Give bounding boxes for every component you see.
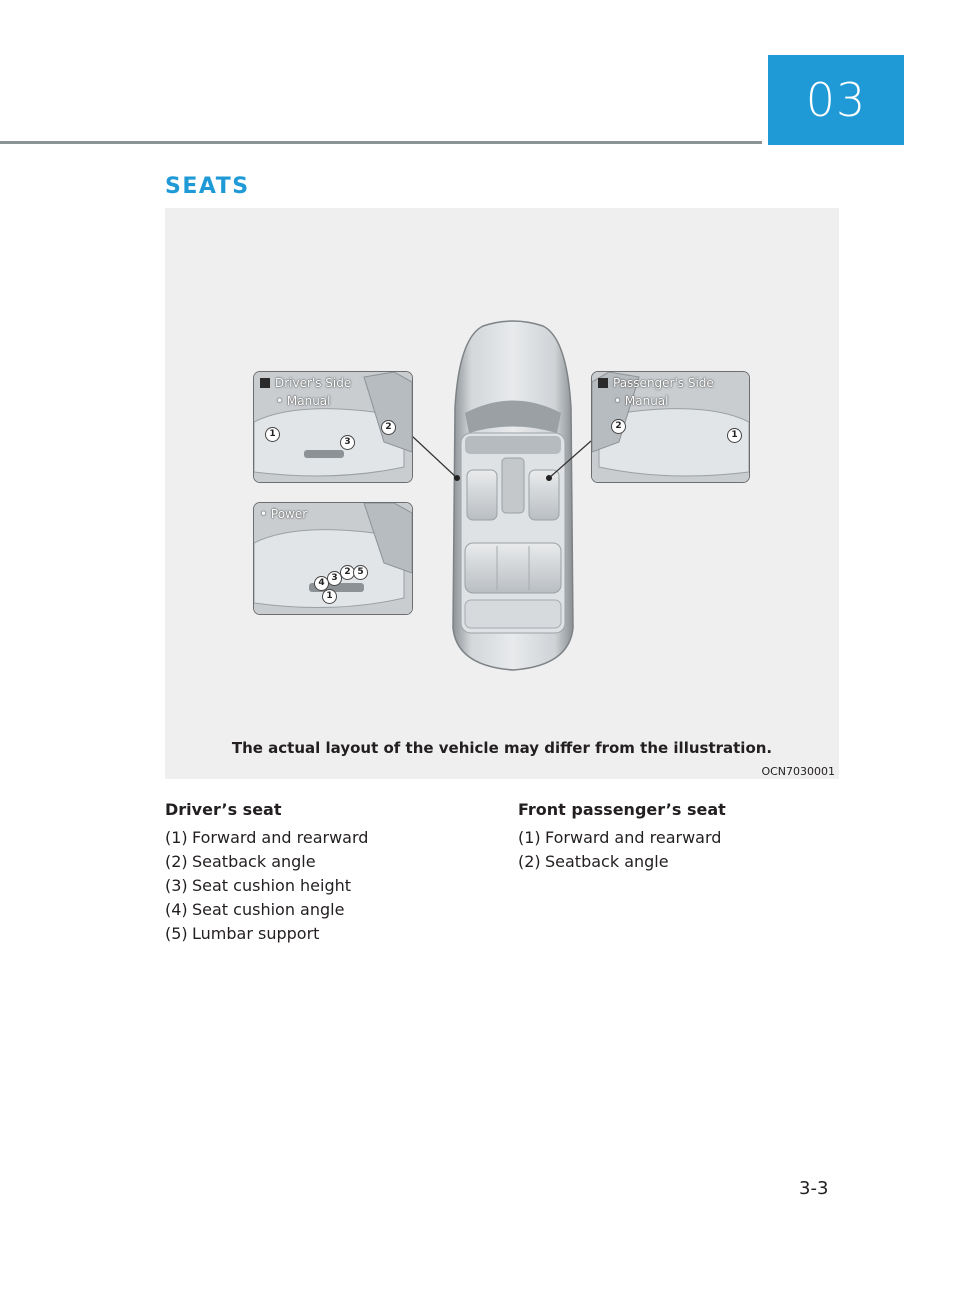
chapter-tab: 03	[768, 55, 904, 145]
list-item: (4)Seat cushion angle	[165, 898, 368, 922]
passengers-manual-label: • Manual	[614, 394, 669, 408]
passengers-side-title: Passenger's Side	[613, 376, 714, 390]
list-item: (2)Seatback angle	[518, 850, 726, 874]
drivers-power-label: • Power	[260, 507, 307, 521]
figure-code: OCN7030001	[761, 765, 835, 778]
callout-number: 3	[340, 435, 355, 450]
callout-number: 2	[611, 419, 626, 434]
car-illustration	[165, 208, 839, 779]
header-rule	[0, 141, 762, 144]
passenger-seat-list: Front passenger’s seat (1)Forward and re…	[518, 800, 726, 874]
drivers-seat-heading: Driver’s seat	[165, 800, 368, 819]
passenger-seat-heading: Front passenger’s seat	[518, 800, 726, 819]
drivers-power-inset: • Power 1 2 3 4 5	[253, 502, 413, 615]
callout-number: 1	[265, 427, 280, 442]
list-item: (1)Forward and rearward	[165, 826, 368, 850]
callout-number: 1	[727, 428, 742, 443]
list-item: (1)Forward and rearward	[518, 826, 726, 850]
figure-caption: The actual layout of the vehicle may dif…	[165, 739, 839, 757]
callout-number: 4	[314, 576, 329, 591]
list-item: (3)Seat cushion height	[165, 874, 368, 898]
callout-number: 3	[327, 571, 342, 586]
drivers-manual-inset: Driver's Side • Manual 1 2 3	[253, 371, 413, 483]
chapter-number: 03	[806, 73, 867, 127]
list-item: (5)Lumbar support	[165, 922, 368, 946]
section-title: SEATS	[165, 174, 250, 199]
passengers-manual-inset: Passenger's Side • Manual 1 2	[591, 371, 750, 483]
callout-number: 1	[322, 589, 337, 604]
callout-number: 5	[353, 565, 368, 580]
callout-number: 2	[381, 420, 396, 435]
drivers-side-title: Driver's Side	[275, 376, 351, 390]
list-item: (2)Seatback angle	[165, 850, 368, 874]
seat-layout-figure: Driver's Side • Manual 1 2 3 • Power 1 2…	[165, 208, 839, 779]
drivers-seat-list: Driver’s seat (1)Forward and rearward (2…	[165, 800, 368, 946]
bullet-square-icon	[260, 378, 270, 388]
drivers-manual-label: • Manual	[276, 394, 331, 408]
page-number: 3-3	[799, 1178, 828, 1199]
bullet-square-icon	[598, 378, 608, 388]
